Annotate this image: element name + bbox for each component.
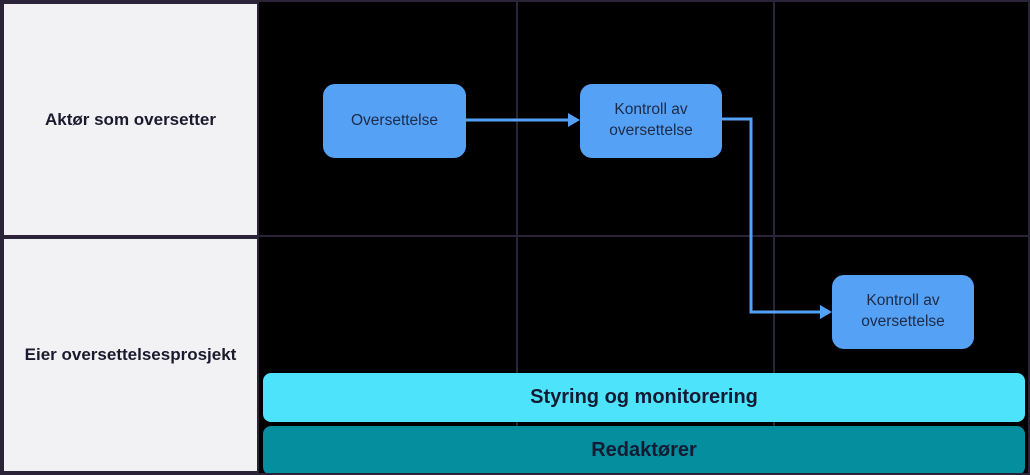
arrowhead-icon bbox=[820, 305, 832, 319]
node-label: Oversettelse bbox=[350, 111, 438, 129]
bar-redaktorer: Redaktører bbox=[263, 426, 1025, 473]
node-label: Kontroll av oversettelse bbox=[609, 101, 693, 139]
lane-label-eier-oversettelsesprosjekt: Eier oversettelsesprosjekt bbox=[2, 237, 259, 473]
node-oversettelse: Oversettelse bbox=[323, 84, 466, 158]
node-kontroll-av-oversettelse-2: Kontroll av oversettelse bbox=[832, 275, 974, 349]
bar-styring-og-monitorering: Styring og monitorering bbox=[263, 373, 1025, 422]
bar-label: Redaktører bbox=[591, 439, 697, 461]
node-label: Kontroll av oversettelse bbox=[861, 292, 945, 330]
lane-divider bbox=[2, 235, 1028, 237]
grid-column-divider-1 bbox=[516, 2, 518, 473]
arrowhead-icon bbox=[568, 113, 580, 127]
bar-label: Styring og monitorering bbox=[530, 386, 758, 408]
lane-label-text: Eier oversettelsesprosjekt bbox=[24, 345, 237, 364]
node-kontroll-av-oversettelse-1: Kontroll av oversettelse bbox=[580, 84, 722, 158]
lane-label-aktor-som-oversetter: Aktør som oversetter bbox=[2, 2, 259, 237]
lane-label-text: Aktør som oversetter bbox=[44, 109, 216, 129]
arrow-kontroll-to-kontroll2 bbox=[721, 117, 820, 314]
